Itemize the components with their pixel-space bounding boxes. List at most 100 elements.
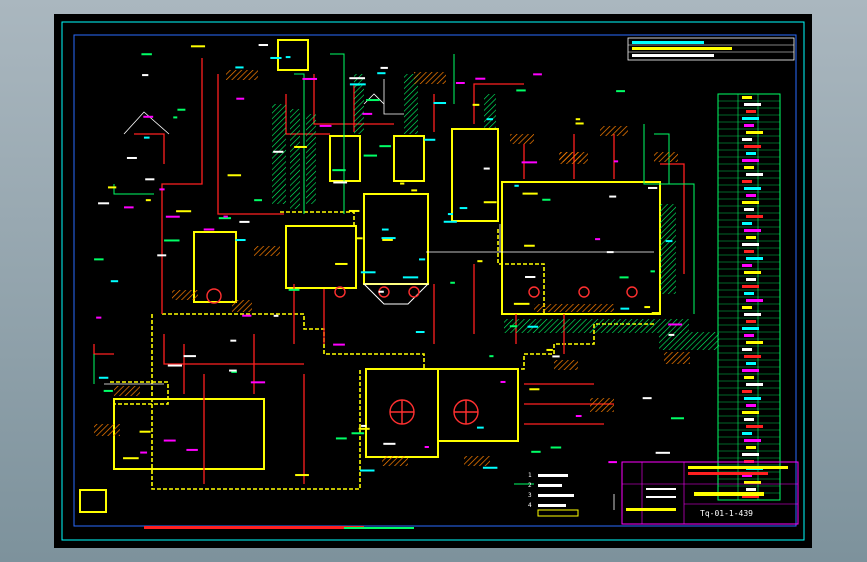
instrument-tag-mark: [223, 215, 228, 218]
legend-row-mark: [742, 180, 752, 183]
instrument-tag-mark: [236, 97, 245, 100]
instrument-tag-mark: [110, 280, 119, 283]
instrument-tag-mark: [516, 89, 526, 92]
instrument-tag-mark: [411, 189, 418, 192]
instrument-tag-mark: [476, 426, 484, 429]
legend-row-mark: [742, 159, 759, 162]
instrument-tag-mark: [383, 442, 396, 445]
legend-row-mark: [744, 439, 761, 442]
legend-row-mark: [742, 222, 752, 225]
instrument-tag-mark: [333, 181, 348, 184]
left-vessel: [193, 231, 237, 303]
instrument-tag-mark: [294, 145, 307, 148]
instrument-tag-mark: [361, 424, 367, 427]
instrument-tag-mark: [575, 122, 584, 125]
instrument-tag-mark: [103, 389, 113, 392]
instrument-tag-mark: [533, 73, 542, 76]
instrument-tag-mark: [143, 115, 154, 118]
foundation-hatches: [94, 70, 690, 466]
instrument-tag-mark: [381, 237, 396, 240]
instrument-tag-mark: [295, 474, 309, 477]
legend-row-mark: [742, 138, 752, 141]
instrument-tag-mark: [400, 182, 405, 185]
instrument-tag-mark: [145, 199, 151, 202]
instrument-tag-mark: [609, 195, 617, 198]
instrument-tag-mark: [359, 469, 375, 472]
instrument-tag-mark: [177, 108, 186, 111]
process-flow-diagram: Tq-01-1-439 1 2 3 4: [61, 21, 805, 541]
drawing-number: Tq-01-1-439: [700, 509, 753, 518]
instrument-tag-mark: [254, 199, 262, 202]
legend-row-mark: [744, 271, 761, 274]
legend-row-mark: [746, 383, 763, 386]
instrument-tag-mark: [575, 118, 581, 121]
instrument-tag-mark: [616, 90, 625, 93]
instrument-tag-mark: [360, 271, 376, 274]
instrument-tag-mark: [402, 276, 419, 279]
sheet-inner-frame: [73, 34, 797, 527]
legend-row-mark: [746, 236, 756, 239]
pump-house-right: [437, 368, 519, 442]
instrument-tag-mark: [145, 178, 155, 181]
instrument-tag-mark: [139, 430, 151, 433]
instrument-tag-mark: [575, 415, 582, 418]
instrument-tag-mark: [455, 81, 465, 84]
instrument-tag-mark: [143, 136, 150, 139]
instrument-tag-mark: [433, 102, 447, 105]
legend-row-mark: [744, 292, 754, 295]
instrument-tag-mark: [107, 186, 117, 189]
legend-row-mark: [744, 187, 761, 190]
bottom-note-strip: [144, 526, 414, 529]
instrument-tag-mark: [509, 325, 518, 328]
instrument-tag-mark: [94, 258, 104, 261]
instrument-tag-mark: [218, 217, 232, 220]
legend-row-mark: [742, 264, 752, 267]
instrument-tag-mark: [98, 202, 110, 205]
title-block: Tq-01-1-439: [621, 461, 799, 525]
instrument-tag-mark: [527, 325, 539, 328]
instrument-tag-mark: [483, 167, 490, 170]
instrument-tag-mark: [524, 244, 535, 247]
legend-row-mark: [746, 215, 763, 218]
aux-lines: [93, 53, 695, 485]
instrument-tag-mark: [531, 450, 541, 453]
instrument-tag-mark: [366, 99, 380, 102]
instrument-tag-mark: [500, 380, 506, 383]
instrument-tag-mark: [332, 169, 346, 172]
small-tank-bottom-left: [79, 489, 107, 513]
instrument-tag-mark: [358, 427, 370, 430]
instrument-tag-mark: [258, 44, 269, 47]
instrument-tag-mark: [349, 77, 366, 80]
boiler-drum-right: [393, 135, 425, 182]
instrument-tag-mark: [521, 161, 538, 164]
drawing-sheet[interactable]: Tq-01-1-439 1 2 3 4: [54, 14, 812, 548]
instrument-tag-mark: [642, 397, 652, 400]
instrument-tag-mark: [235, 239, 246, 242]
legend-row-mark: [744, 229, 761, 232]
instrument-tag-mark: [270, 56, 282, 59]
instrument-tag-mark: [415, 331, 425, 334]
instrument-tag-mark: [230, 339, 237, 342]
instrument-tag-mark: [513, 302, 530, 305]
legend-row-mark: [742, 432, 752, 435]
instrument-tag-mark: [288, 288, 300, 291]
legend-row-mark: [746, 446, 756, 449]
instrument-tag-mark: [665, 240, 673, 243]
legend-row-mark: [742, 96, 752, 99]
legend-row-mark: [746, 362, 756, 365]
instrument-tag-mark: [424, 138, 436, 141]
instrument-tag-mark: [648, 186, 658, 189]
instrument-tag-mark: [302, 77, 318, 80]
general-notes: 1 2 3 4: [528, 472, 579, 517]
instrument-tag-mark: [381, 228, 389, 231]
instrument-tag-mark: [335, 437, 347, 440]
legend-row-mark: [744, 313, 761, 316]
instrument-tag-mark: [668, 323, 683, 326]
instrument-tag-mark: [165, 215, 180, 218]
instrument-tag-mark: [378, 290, 384, 293]
instrument-tag-mark: [644, 306, 651, 309]
instrument-tag-mark: [595, 238, 601, 241]
instrument-tag-mark: [550, 446, 562, 449]
instrument-tag-mark: [619, 276, 629, 279]
